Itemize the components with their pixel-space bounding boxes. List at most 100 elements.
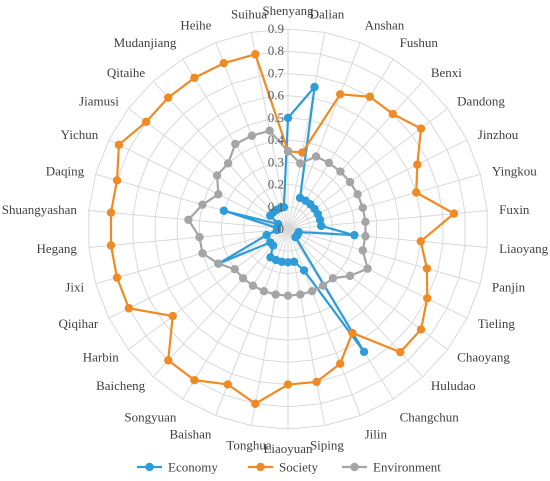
axis-spoke [108, 228, 289, 319]
data-point-environment [265, 126, 274, 135]
tick-label: 0.1 [268, 199, 284, 214]
category-labels: ShenyangDalianAnshanFushunBenxiDandongJi… [2, 3, 549, 456]
data-point-society [348, 328, 357, 338]
category-label: Siping [310, 437, 344, 452]
data-point-economy [299, 266, 309, 275]
legend-label: Economy [168, 460, 218, 475]
data-point-environment [283, 147, 293, 156]
data-point-economy [262, 230, 271, 240]
data-point-society [251, 50, 260, 59]
data-point-society [298, 148, 307, 157]
category-label: Qitaihe [107, 65, 145, 80]
data-point-economy [279, 202, 289, 212]
category-label: Jinzhou [478, 127, 519, 142]
data-point-environment [363, 264, 372, 273]
data-point-society [190, 73, 199, 83]
category-label: Hegang [36, 241, 77, 256]
data-point-environment [247, 131, 257, 140]
data-point-society [335, 359, 345, 368]
data-point-environment [198, 249, 207, 258]
axis-spoke [128, 108, 289, 230]
category-label: Baicheng [96, 378, 146, 393]
data-point-environment [311, 152, 321, 161]
data-point-environment [214, 259, 223, 268]
data-point-economy [289, 257, 299, 266]
axis-spoke [128, 228, 289, 350]
data-point-society [114, 140, 124, 149]
legend-marker [145, 462, 154, 472]
category-label: Fushun [400, 35, 439, 50]
data-point-society [168, 311, 177, 321]
tick-label: 0.3 [268, 154, 284, 169]
data-point-environment [296, 159, 305, 168]
data-point-society [416, 325, 426, 334]
tick-label: 0 [278, 221, 285, 236]
category-label: Heihe [180, 17, 211, 32]
category-label: Suihua [231, 7, 267, 22]
category-label: Chaoyang [457, 349, 510, 364]
data-point-society [124, 304, 134, 313]
data-point-society [413, 160, 422, 169]
data-point-society [396, 347, 405, 357]
axis-spoke [287, 228, 488, 248]
data-point-environment [238, 274, 248, 283]
axis-spoke [95, 228, 289, 285]
category-label: Huludao [431, 378, 476, 393]
data-point-environment [214, 190, 223, 199]
tick-label: 0.4 [268, 132, 285, 147]
data-point-environment [198, 200, 207, 209]
data-point-environment [230, 264, 239, 274]
category-label: Jiamusi [79, 94, 119, 109]
category-label: Fuxin [499, 202, 530, 217]
data-point-society [106, 241, 116, 250]
category-label: Changchun [400, 409, 460, 424]
data-point-environment [184, 215, 193, 224]
data-point-society [416, 124, 426, 133]
category-label: Harbin [83, 349, 120, 364]
axis-spoke [287, 228, 361, 416]
data-point-environment [336, 167, 345, 176]
tick-label: 0.5 [268, 110, 284, 125]
axis-spoke [287, 228, 468, 319]
data-point-environment [195, 233, 204, 242]
data-point-society [422, 264, 432, 273]
tick-label: 0.9 [268, 21, 284, 36]
series-society [106, 50, 459, 408]
data-point-environment [223, 159, 233, 168]
data-point-environment [231, 139, 240, 149]
category-label: Shenyang [262, 3, 314, 18]
legend-label: Environment [373, 460, 441, 475]
legend-marker [350, 462, 359, 472]
data-point-environment [361, 231, 370, 241]
data-point-society [106, 208, 116, 217]
axis-spoke [152, 80, 289, 230]
data-point-society [112, 273, 122, 282]
category-label: Yichun [61, 127, 99, 142]
data-point-society [412, 188, 421, 197]
data-point-environment [318, 281, 328, 290]
data-point-society [164, 356, 173, 365]
category-label: Tonghua [226, 437, 272, 452]
data-point-environment [259, 286, 269, 296]
radar-series [106, 50, 459, 408]
data-point-society [388, 109, 397, 119]
data-point-society [335, 90, 345, 99]
data-point-economy [266, 253, 275, 262]
data-point-society [312, 377, 321, 387]
data-point-economy [266, 238, 275, 247]
legend-item-environment: Environment [342, 460, 441, 475]
data-point-society [423, 294, 432, 303]
category-label: Tieling [478, 316, 516, 331]
legend-label: Society [279, 460, 318, 475]
data-point-environment [307, 286, 317, 296]
category-label: Mudanjiang [114, 35, 177, 50]
data-point-economy [316, 221, 326, 231]
category-label: Dandong [457, 94, 505, 109]
data-point-economy [219, 206, 229, 215]
category-label: Qiqihar [59, 316, 99, 331]
data-point-environment [353, 190, 362, 199]
data-point-society [141, 117, 151, 127]
data-point-economy [291, 233, 300, 242]
data-point-society [251, 399, 260, 408]
legend-item-society: Society [248, 460, 318, 475]
